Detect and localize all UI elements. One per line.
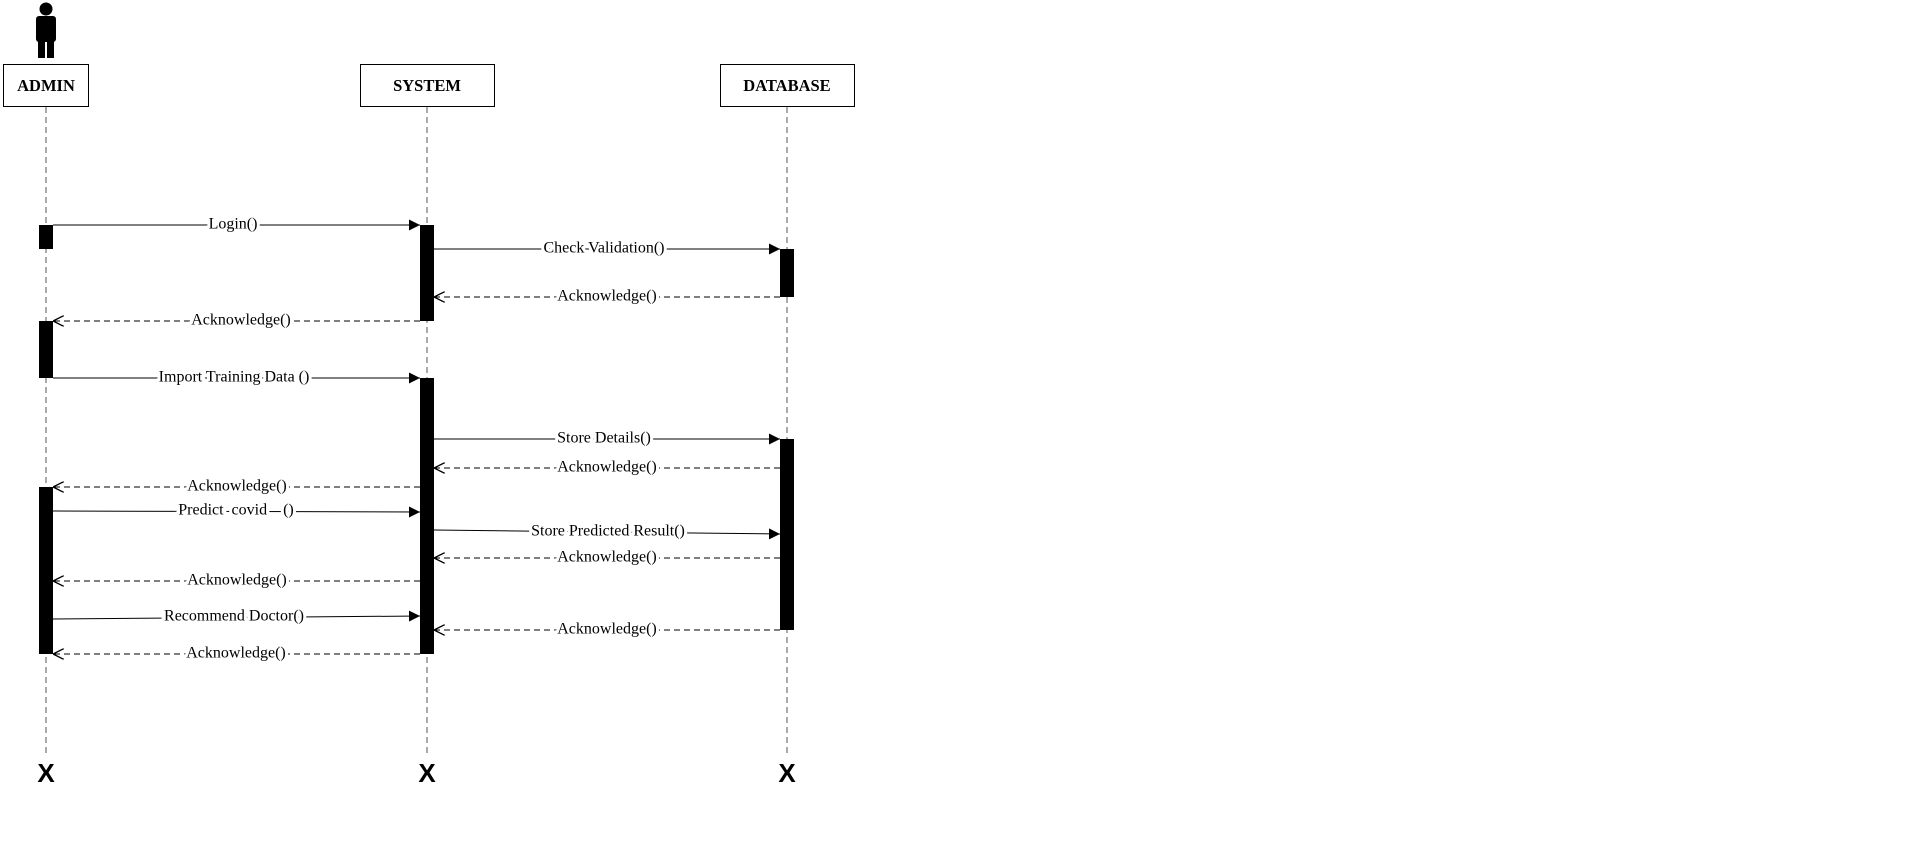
message-label-ack-db-3: Acknowledge() xyxy=(557,549,657,566)
message-label-store-details: Store Details() xyxy=(557,430,651,447)
participant-database: DATABASE xyxy=(720,64,855,107)
message-label-import-training-data: Import Training Data () xyxy=(159,369,310,386)
participant-label-admin: ADMIN xyxy=(17,76,75,95)
message-label-ack-sys-3: Acknowledge() xyxy=(187,572,287,589)
message-label-check-validation: Check Validation() xyxy=(543,240,664,257)
activation-bar-system-1 xyxy=(420,225,434,321)
destroy-mark-database: X xyxy=(778,758,796,788)
participant-label-system: SYSTEM xyxy=(393,76,461,95)
message-label-ack-sys-1: Acknowledge() xyxy=(191,312,291,329)
message-label-store-predicted-result: Store Predicted Result() xyxy=(531,523,685,540)
message-label-ack-db-4: Acknowledge() xyxy=(557,621,657,638)
message-arrow-predict-covid xyxy=(52,506,421,518)
destroy-mark-system: X xyxy=(418,758,436,788)
destroy-mark-admin: X xyxy=(37,758,55,788)
message-label-predict-covid: Predict covid () xyxy=(178,502,294,519)
person-icon xyxy=(36,2,56,58)
message-label-ack-db-1: Acknowledge() xyxy=(557,288,657,305)
message-label-ack-sys-4: Acknowledge() xyxy=(186,645,286,662)
message-label-ack-db-2: Acknowledge() xyxy=(557,459,657,476)
participant-label-database: DATABASE xyxy=(743,76,830,95)
activation-bar-database-2 xyxy=(780,439,794,630)
activation-bar-admin-2 xyxy=(39,321,53,378)
message-label-login: Login() xyxy=(209,216,258,233)
activation-bar-system-2 xyxy=(420,378,434,654)
message-label-ack-sys-2: Acknowledge() xyxy=(187,478,287,495)
activation-bar-database-1 xyxy=(780,249,794,297)
participant-system: SYSTEM xyxy=(360,64,495,107)
message-label-recommend-doctor: Recommend Doctor() xyxy=(164,608,304,625)
participant-admin: ADMIN xyxy=(3,64,89,107)
message-arrow-store-predicted-result xyxy=(433,528,781,540)
message-arrow-recommend-doctor xyxy=(52,610,421,622)
activation-bar-admin-3 xyxy=(39,487,53,654)
activation-bar-admin-1 xyxy=(39,225,53,249)
